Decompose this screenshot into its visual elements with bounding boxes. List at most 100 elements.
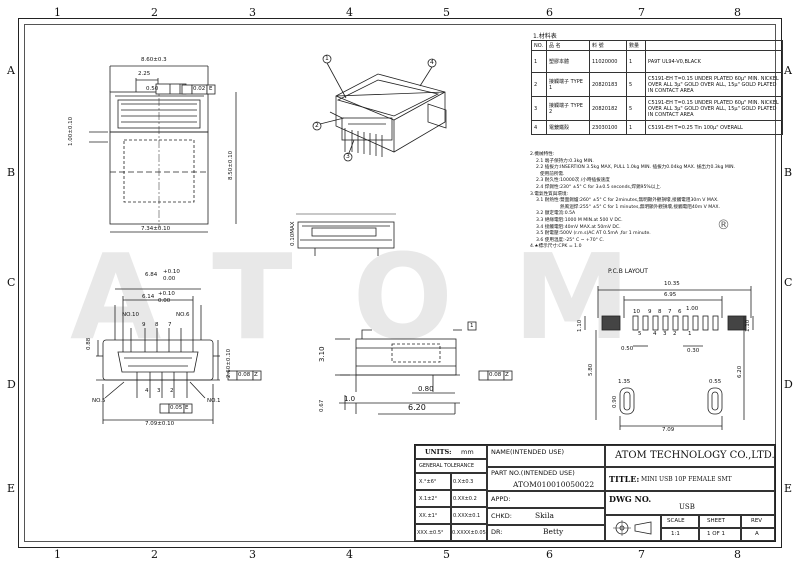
scale-value: 1:1 (671, 531, 680, 537)
note-line: 3.2 額定電流:0.5A (536, 211, 576, 217)
bom-table: NO. 品 名 料 號 數量 1 塑膠本體 11020000 1 PA9T UL… (531, 40, 783, 135)
dim-pcb-695: 6.95 (664, 292, 677, 298)
dim-side-850: 8.50±0.10 (228, 150, 234, 180)
zone-bottom-label: 1 (54, 548, 61, 561)
bom-cell-spec: C5191-EH T=0.15 UNDER PLATED 60μ" MIN. N… (645, 96, 783, 121)
pin-label-no6: NO.6 (176, 312, 190, 318)
gdt-frames (159, 84, 513, 414)
zone-side-label: E (7, 482, 16, 495)
dim-bottom-734: 7.34±0.10 (141, 226, 171, 232)
tolerance-cell: 0.XX±0.2 (453, 496, 477, 502)
dim-pcb-110-right: 1.10 (745, 319, 751, 332)
note-line: 2.3 耐久性:10000次 /小時插拔速度 (536, 178, 610, 184)
dim-side-067: 0.67 (319, 399, 325, 412)
note-line: 2.1 端子保持力:0.3kg MIN. (536, 158, 594, 164)
tolerance-cell: XXX.±0.5° (417, 530, 444, 536)
dim-left-100: 1.00±0.10 (68, 116, 74, 146)
pin-number: 3 (157, 388, 161, 394)
pcb-pad-number: 8 (658, 309, 662, 315)
dim-side-100: 1.0 (344, 395, 356, 403)
note-line: 使用前所需. (540, 171, 565, 177)
zone-top-label: 3 (249, 6, 256, 19)
dim-pcb-100: 1.00 (686, 306, 699, 312)
dim-side-620: 6.20 (408, 403, 426, 412)
zone-side-label: B (7, 166, 16, 179)
dim-side-1: 1 (470, 323, 474, 329)
note-line: 4.★標示尺寸:CPK = 1.0 (530, 244, 582, 250)
dim-front-684-tol: +0.10 0.00 (163, 269, 180, 282)
pcb-layout-view (584, 286, 754, 430)
dim-top-datum: E (209, 86, 213, 92)
appd-label: APPD: (491, 495, 511, 503)
zone-top-label: 6 (546, 6, 553, 19)
zone-bottom-label: 8 (734, 548, 741, 561)
pin-number: 7 (168, 322, 172, 328)
pcb-pad-number: 7 (668, 309, 672, 315)
name-label: NAME(INTENDED USE) (491, 448, 564, 456)
dim-front-088: 0.88 (86, 337, 92, 350)
front-view (96, 288, 220, 424)
dim-top-050: 0.50 (146, 86, 159, 92)
bom-cell-spec: C5191-EH T=0.25 Tin 100μ" OVERALL (645, 120, 783, 135)
note-line: 2.機械特性: (530, 152, 555, 157)
pin-label-no5: NO.5 (92, 398, 106, 404)
dim-front-614-tol: +0.10 0.00 (158, 291, 175, 304)
dim-front-709: 7.09±0.10 (145, 421, 175, 427)
bom-header-cell: 料 號 (589, 40, 627, 51)
pcb-pad-number: 3 (663, 331, 667, 337)
dim-side-datum-z: Z (505, 372, 509, 378)
dim-side-080: 0.80 (418, 385, 434, 393)
tolerance-cell: X.°±6° (419, 479, 437, 485)
dim-front-684: 6.84 (145, 272, 158, 278)
bom-cell-name: 塑膠本體 (546, 50, 590, 73)
zone-bottom-label: 4 (346, 548, 353, 561)
dim-pcb-110-left: 1.10 (577, 319, 583, 332)
dim-front-005: 0.05 (170, 405, 183, 411)
scale-label: SCALE (667, 518, 685, 524)
watermark-text: ATOM (70, 228, 691, 366)
bom-cell-qty: 1 (626, 50, 646, 73)
notes-block: 2.機械特性: 2.1 端子保持力:0.3kg MIN. 2.2 插拔力:INS… (530, 152, 770, 251)
tolerance-header: GENERAL TOLERANCE (419, 463, 475, 469)
dim-pcb-030: 0.30 (687, 348, 700, 354)
chkd-label: CHKD: (491, 512, 512, 520)
balloon-1: 1 (325, 55, 329, 62)
zone-side-label: A (7, 64, 15, 77)
note-line: 2.2 插拔力:INSERTION 3.5kg MAX, PULL 1.0kg … (536, 165, 736, 171)
rev-label: REV (751, 518, 763, 524)
bom-cell-qty: 1 (626, 120, 646, 135)
rev-value: A (755, 531, 759, 537)
dim-top-width: 8.60±0.3 (141, 57, 167, 63)
pin-number: 4 (145, 388, 149, 394)
dim-side-010: 0.10MAX (290, 221, 296, 246)
title-label: TITLE: (609, 474, 640, 484)
drawing-inner-border (24, 24, 776, 542)
bom-row: 1 塑膠本體 11020000 1 PA9T UL94-V0,BLACK (531, 50, 783, 73)
zone-top-label: 5 (443, 6, 450, 19)
tolerance-cell: 0.X±0.3 (453, 479, 474, 485)
registered-mark: ® (717, 218, 730, 233)
bom-cell-name: 接觸端子 TYPE 1 (546, 72, 590, 97)
note-line: 3.5 耐電壓:500V (r.m.s)AC AT 0.5mA ,for 1 m… (536, 231, 651, 237)
pin-number: 2 (170, 388, 174, 394)
tolerance-cell: 0.XXX±0.1 (453, 513, 481, 519)
bom-header-row: NO. 品 名 料 號 數量 (531, 40, 783, 51)
pcb-pad-number: 1 (688, 331, 692, 337)
note-line: 3.電氣性質與環境: (530, 191, 569, 197)
note-line: 3.1 耐熱性:雙面錫爐:260° ±5° C for 2minutes,無明顯… (536, 198, 719, 204)
zone-top-label: 7 (638, 6, 645, 19)
sheet-value: 1 OF 1 (707, 531, 725, 537)
drawing-border (18, 18, 782, 548)
pcb-layout-title: P.C.B LAYOUT (608, 268, 648, 275)
pcb-pad-number: 5 (638, 331, 642, 337)
dim-pcb-1035: 10.35 (664, 281, 680, 287)
zone-side-label: A (784, 64, 792, 77)
bom-header-spec (645, 40, 783, 51)
tolerance-cell: XX.±1° (419, 513, 438, 519)
bom-row: 3 接觸端子 TYPE 2 20820182 5 C5191-EH T=0.15… (531, 96, 783, 121)
zone-side-label: E (784, 482, 793, 495)
balloon-3: 3 (346, 153, 350, 160)
pin-number: 9 (142, 322, 146, 328)
